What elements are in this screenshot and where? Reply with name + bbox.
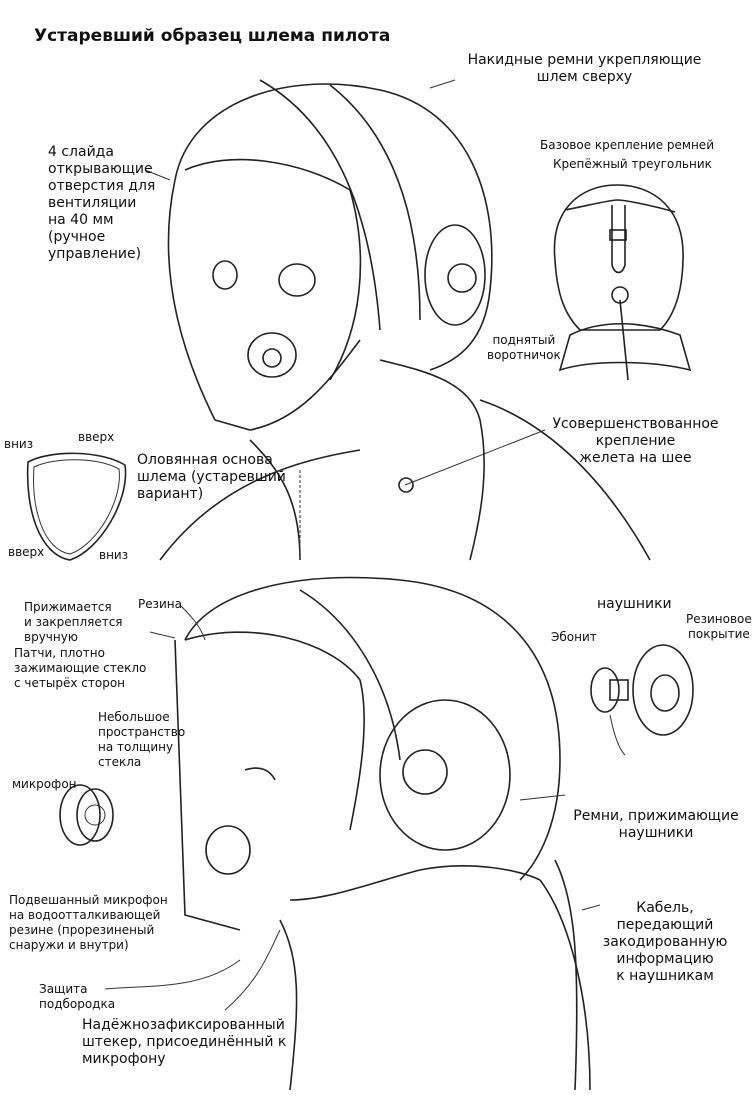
label-rubber: Резина	[138, 597, 182, 611]
headphones-drawing	[590, 644, 694, 756]
leader-lines	[104, 79, 601, 1011]
helmet-side-drawing	[174, 576, 591, 1091]
label-down-2: вниз	[99, 548, 129, 562]
label-up-2: вверх	[8, 545, 45, 559]
label-base-strap: Базовое крепление ремней	[540, 138, 714, 152]
label-microphone: микрофон	[12, 777, 77, 791]
helmet-front-drawing	[159, 79, 651, 561]
label-headphones: наушники	[597, 596, 672, 612]
label-collar: поднятый воротничок	[487, 333, 561, 362]
label-patches: Патчи, плотно зажимающие стекло с четырё…	[14, 646, 147, 690]
label-vest-mount: Усовершенствованное крепление желета на …	[552, 416, 719, 466]
label-chin-guard: Защита подбородка	[39, 982, 116, 1011]
page-title: Устаревший образец шлема пилота	[34, 26, 391, 46]
label-down-1: вниз	[4, 437, 34, 451]
label-plug: Надёжнозафиксированный штекер, присоедин…	[82, 1017, 287, 1067]
label-ventilation-slides: 4 слайда открывающие отверстия для венти…	[48, 144, 156, 262]
label-small-space: Небольшое пространство на толщину стекла	[98, 710, 186, 769]
label-cable: Кабель, передающий закодированную информ…	[602, 900, 728, 984]
label-rubber-cover: Резиновое покрытие	[686, 612, 752, 641]
label-up-1: вверх	[78, 430, 115, 444]
label-ear-straps: Ремни, прижимающие наушники	[573, 808, 739, 841]
label-triangle: Крепёжный треугольник	[553, 157, 712, 171]
label-tin-base: Оловянная основа шлема (устаревший вариа…	[137, 452, 286, 502]
label-ebonite: Эбонит	[551, 630, 597, 644]
visor-frame-drawing	[26, 452, 127, 561]
helmet-back-drawing	[553, 184, 692, 381]
label-straps-top: Накидные ремни укрепляющие шлем сверху	[467, 52, 702, 85]
label-pressed: Прижимается и закрепляется вручную	[24, 600, 123, 644]
microphone-drawing	[59, 784, 114, 846]
label-hanging-mic: Подвешанный микрофон на водоотталкивающе…	[9, 893, 168, 952]
